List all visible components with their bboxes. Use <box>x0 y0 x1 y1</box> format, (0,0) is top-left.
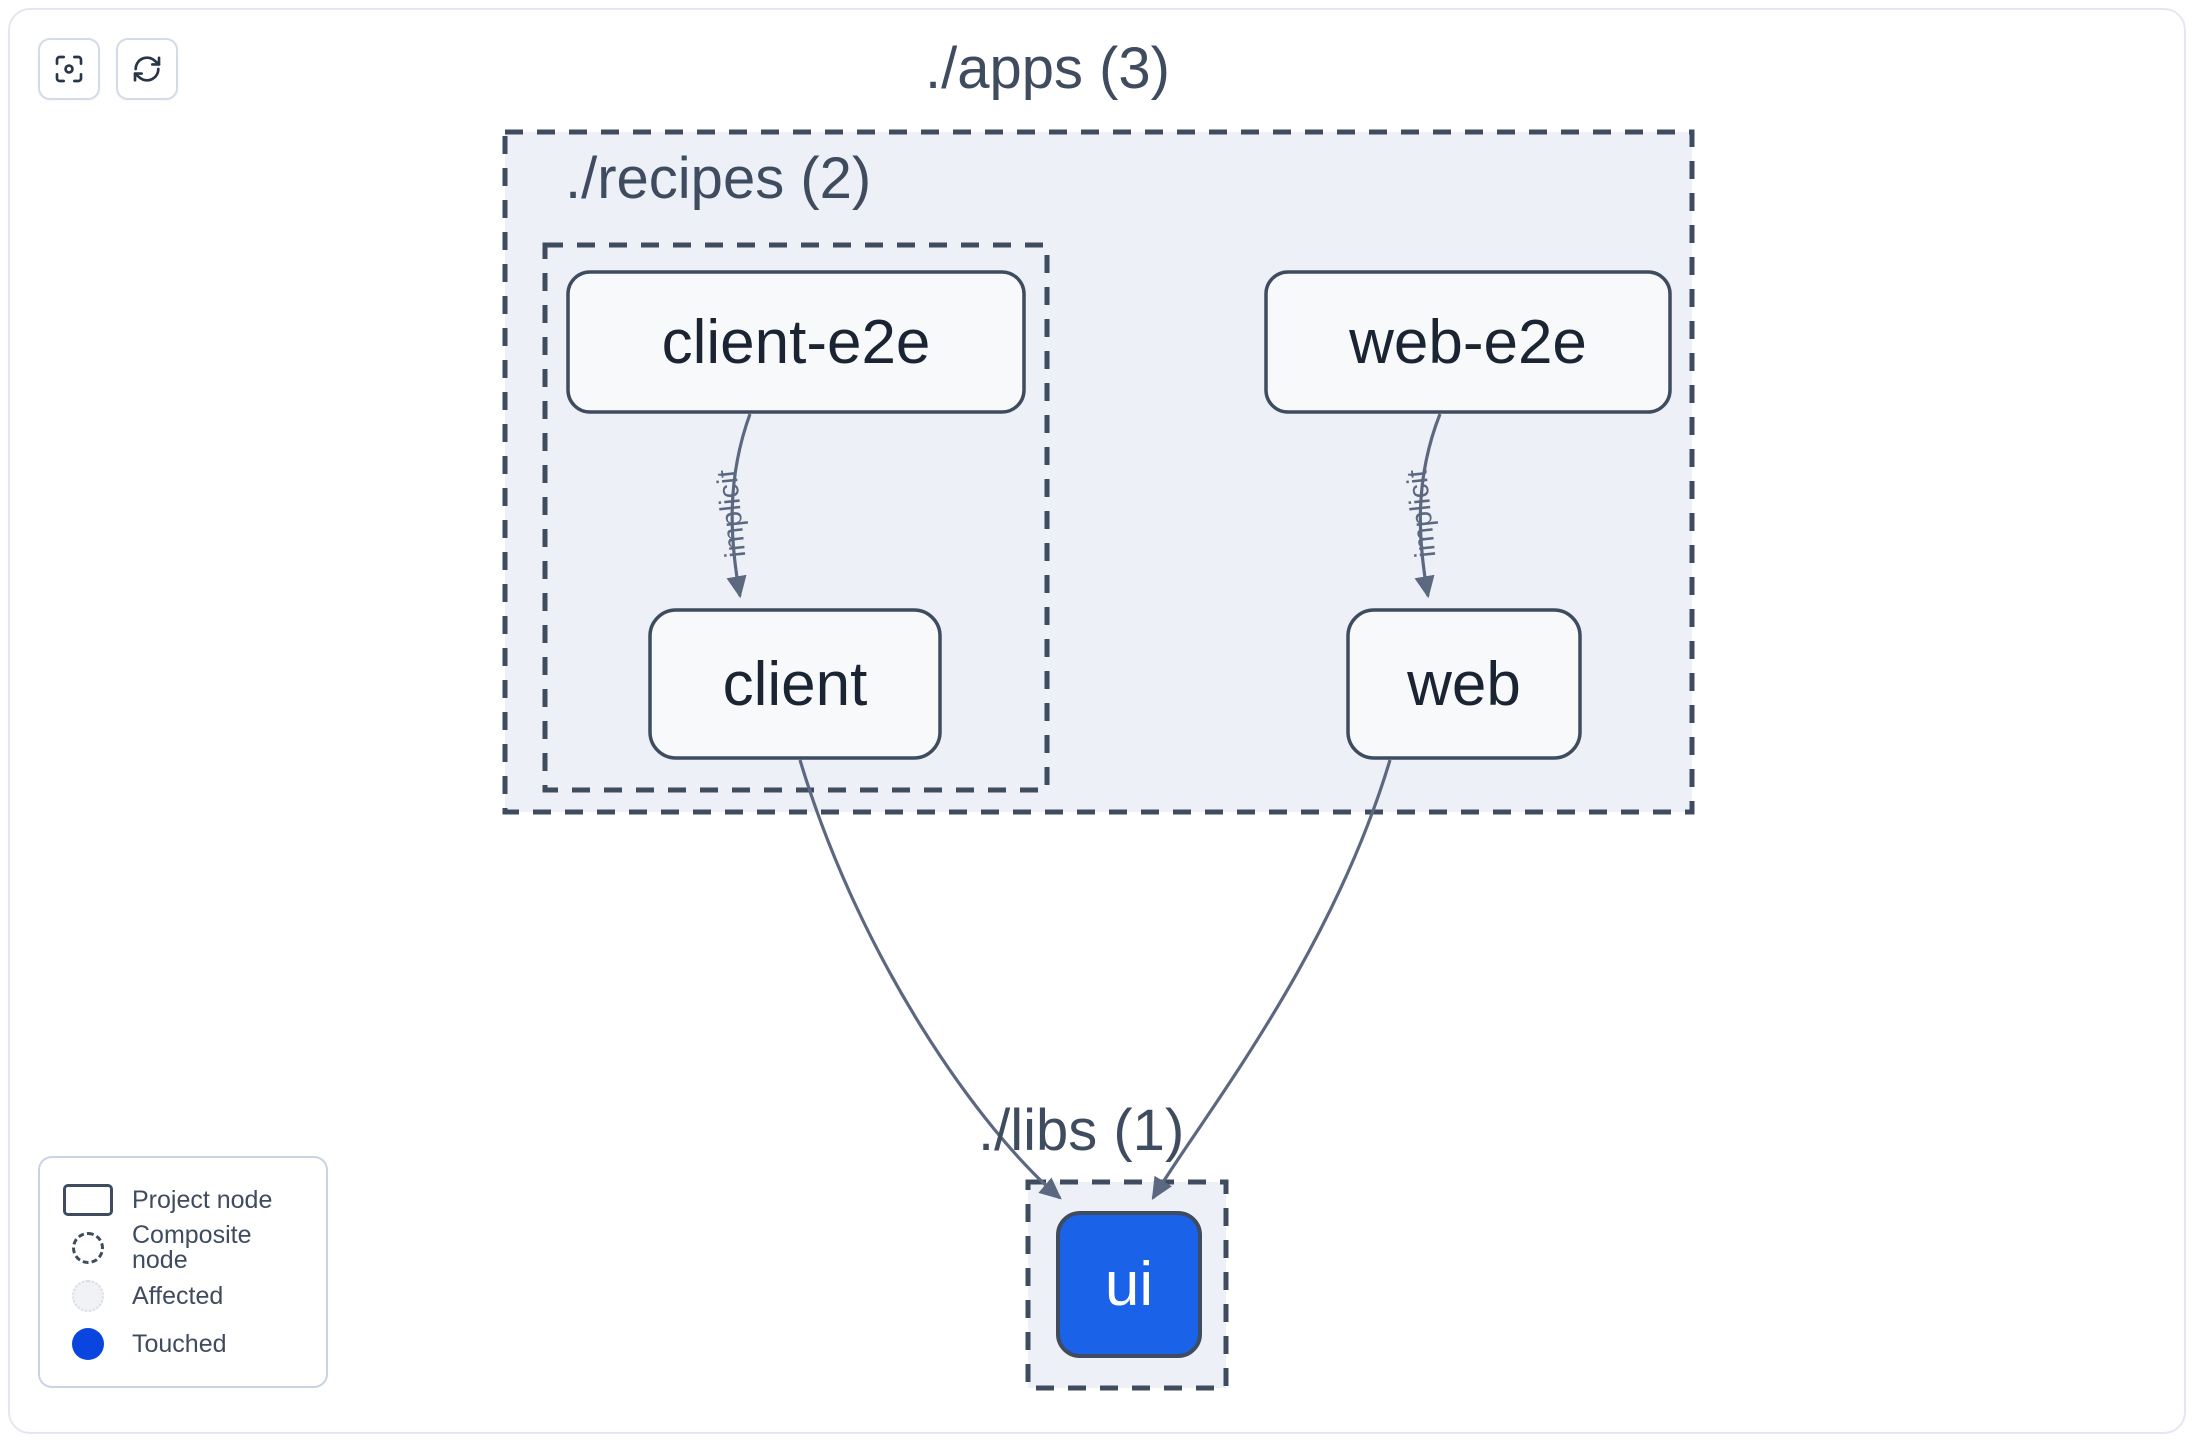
legend-label-composite-node: Composite node <box>132 1221 252 1274</box>
legend-label-project-node: Project node <box>132 1185 273 1214</box>
project-node-swatch <box>62 1183 114 1217</box>
group-label-libs: ./libs (1) <box>978 1098 1185 1163</box>
focus-graph-button[interactable] <box>38 38 100 100</box>
node-web[interactable] <box>1348 610 1580 758</box>
legend-label-affected: Affected <box>132 1281 224 1310</box>
group-label-recipes: ./recipes (2) <box>565 146 872 211</box>
focus-target-icon <box>53 53 85 85</box>
legend-label-touched: Touched <box>132 1329 227 1358</box>
node-ui[interactable] <box>1058 1213 1200 1356</box>
node-web-e2e[interactable] <box>1266 272 1670 412</box>
group-label-apps: ./apps (3) <box>925 36 1170 101</box>
legend-item-affected: Affected <box>62 1272 306 1320</box>
legend-item-composite-node: Composite node <box>62 1221 306 1274</box>
graph-toolbar <box>38 38 178 100</box>
touched-swatch <box>62 1327 114 1361</box>
refresh-icon <box>131 53 163 85</box>
graph-legend: Project node Composite node Affected Tou… <box>38 1156 328 1388</box>
composite-node-swatch <box>62 1231 114 1265</box>
refresh-graph-button[interactable] <box>116 38 178 100</box>
legend-item-touched: Touched <box>62 1320 306 1368</box>
node-client[interactable] <box>650 610 940 758</box>
legend-item-project-node: Project node <box>62 1176 306 1224</box>
affected-swatch <box>62 1279 114 1313</box>
node-client-e2e[interactable] <box>568 272 1024 412</box>
